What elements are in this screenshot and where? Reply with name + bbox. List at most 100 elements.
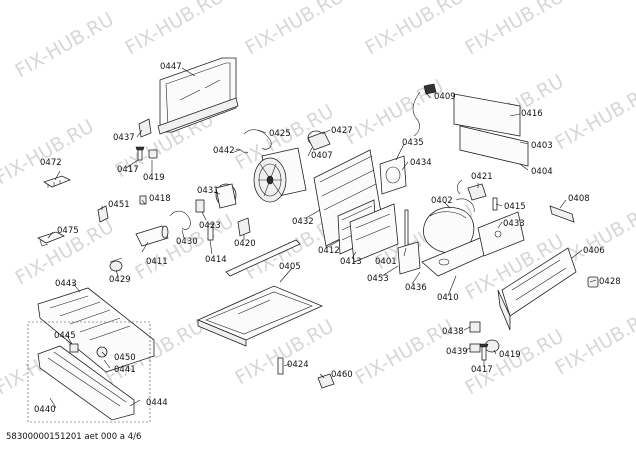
part-fan-assembly [253,147,307,203]
part-0417-screw [135,146,145,161]
label-0440: 0440 [34,405,56,415]
label-0412: 0412 [318,246,340,256]
label-0413: 0413 [340,257,362,267]
part-0405-shelf [196,285,324,347]
label-0402: 0402 [431,196,453,206]
watermark: FIX-HUB.RU [362,0,468,59]
part-0423-holder [195,199,205,213]
label-0416: 0416 [521,109,543,119]
part-0425-wire [243,129,272,150]
label-0447: 0447 [160,62,182,72]
part-0435-fan-box [379,155,407,195]
part-0427-cylinder [307,130,331,151]
part-0411-tube [135,225,169,247]
label-0442: 0442 [213,146,235,156]
part-0413-coil [349,203,399,263]
label-0445: 0445 [54,331,76,341]
part-0430-cable [169,210,191,230]
part-0414-pin [207,223,214,241]
label-0403: 0403 [531,141,553,151]
part-0460-clip [317,373,335,389]
part-0419-grommet [148,149,158,159]
label-0439: 0439 [446,347,468,357]
part-labels: 0447 0437 0417 0419 0472 0451 0418 0475 … [34,62,621,415]
part-0416-panel [453,93,521,137]
label-0450: 0450 [114,353,136,363]
label-0430: 0430 [176,237,198,247]
label-0428: 0428 [599,277,621,287]
label-0425: 0425 [269,129,291,139]
label-0417: 0417 [117,165,139,175]
label-0415: 0415 [504,202,526,212]
label-0443: 0443 [55,279,77,289]
label-0433: 0433 [503,219,525,229]
label-0404: 0404 [531,167,553,177]
footer-document-code: 58300000151201 aet 000 a 4/6 [6,432,142,442]
label-0407: 0407 [311,151,333,161]
label-0410: 0410 [437,293,459,303]
part-0420-holder [237,217,251,237]
label-0417: 0417 [471,365,493,375]
part-0453-box [397,241,421,275]
label-0453: 0453 [367,274,389,284]
label-0444: 0444 [146,398,168,408]
part-0403-panel [459,125,529,167]
label-0409: 0409 [434,92,456,102]
part-0409-cord [412,83,437,137]
inset-dashed-box [27,321,151,423]
part-0421-relay [456,179,487,201]
leader-lines [47,67,597,409]
part-0417-screw-right [479,343,489,361]
part-0443-rail [37,287,155,373]
watermark: FIX-HUB.RU [242,0,348,59]
label-0406: 0406 [583,246,605,256]
part-0408-bracket [549,205,575,223]
label-0424: 0424 [287,360,309,370]
label-0408: 0408 [568,194,590,204]
label-0421: 0421 [471,172,493,182]
label-0438: 0438 [442,327,464,337]
label-0411: 0411 [146,257,168,267]
part-0424-screw [277,357,284,375]
label-0429: 0429 [109,275,131,285]
part-0472-clip [43,175,71,188]
watermark: FIX-HUB.RU [132,210,238,284]
part-0439-clip [469,343,481,353]
part-0433-plate [477,211,525,257]
label-0414: 0414 [205,255,227,265]
part-rail [225,239,301,277]
part-0438-clip [469,321,481,333]
part-0445-roller [69,343,79,353]
label-0432: 0432 [292,217,314,227]
label-0451: 0451 [108,200,130,210]
part-0401-rod [404,209,409,251]
part-0447-cover-frame [157,57,239,135]
label-0460: 0460 [331,370,353,380]
label-0472: 0472 [40,158,62,168]
part-0437-bracket [138,118,152,138]
part-0451-bracket [97,205,109,223]
watermark: FIX-HUB.RU [0,115,98,189]
label-0419: 0419 [499,350,521,360]
part-0442-wire [235,148,249,154]
watermark: FIX-HUB.RU [12,8,118,82]
part-0429-clamp [109,257,123,272]
watermark: FIX-HUB.RU [122,0,228,59]
label-0434: 0434 [410,158,432,168]
label-0475: 0475 [57,226,79,236]
part-0406-board [497,247,577,331]
label-0441: 0441 [114,365,136,375]
part-0415-screw [492,197,498,211]
part-0418-clip [139,195,147,205]
label-0427: 0427 [331,126,353,136]
label-0436: 0436 [405,283,427,293]
part-0444-rail [37,345,135,421]
watermark: FIX-HUB.RU [552,80,636,154]
label-0435: 0435 [402,138,424,148]
part-0402-compressor [423,198,475,254]
part-0428-clip [587,276,599,288]
label-0437: 0437 [113,133,135,143]
label-0423: 0423 [199,221,221,231]
label-0420: 0420 [234,239,256,249]
